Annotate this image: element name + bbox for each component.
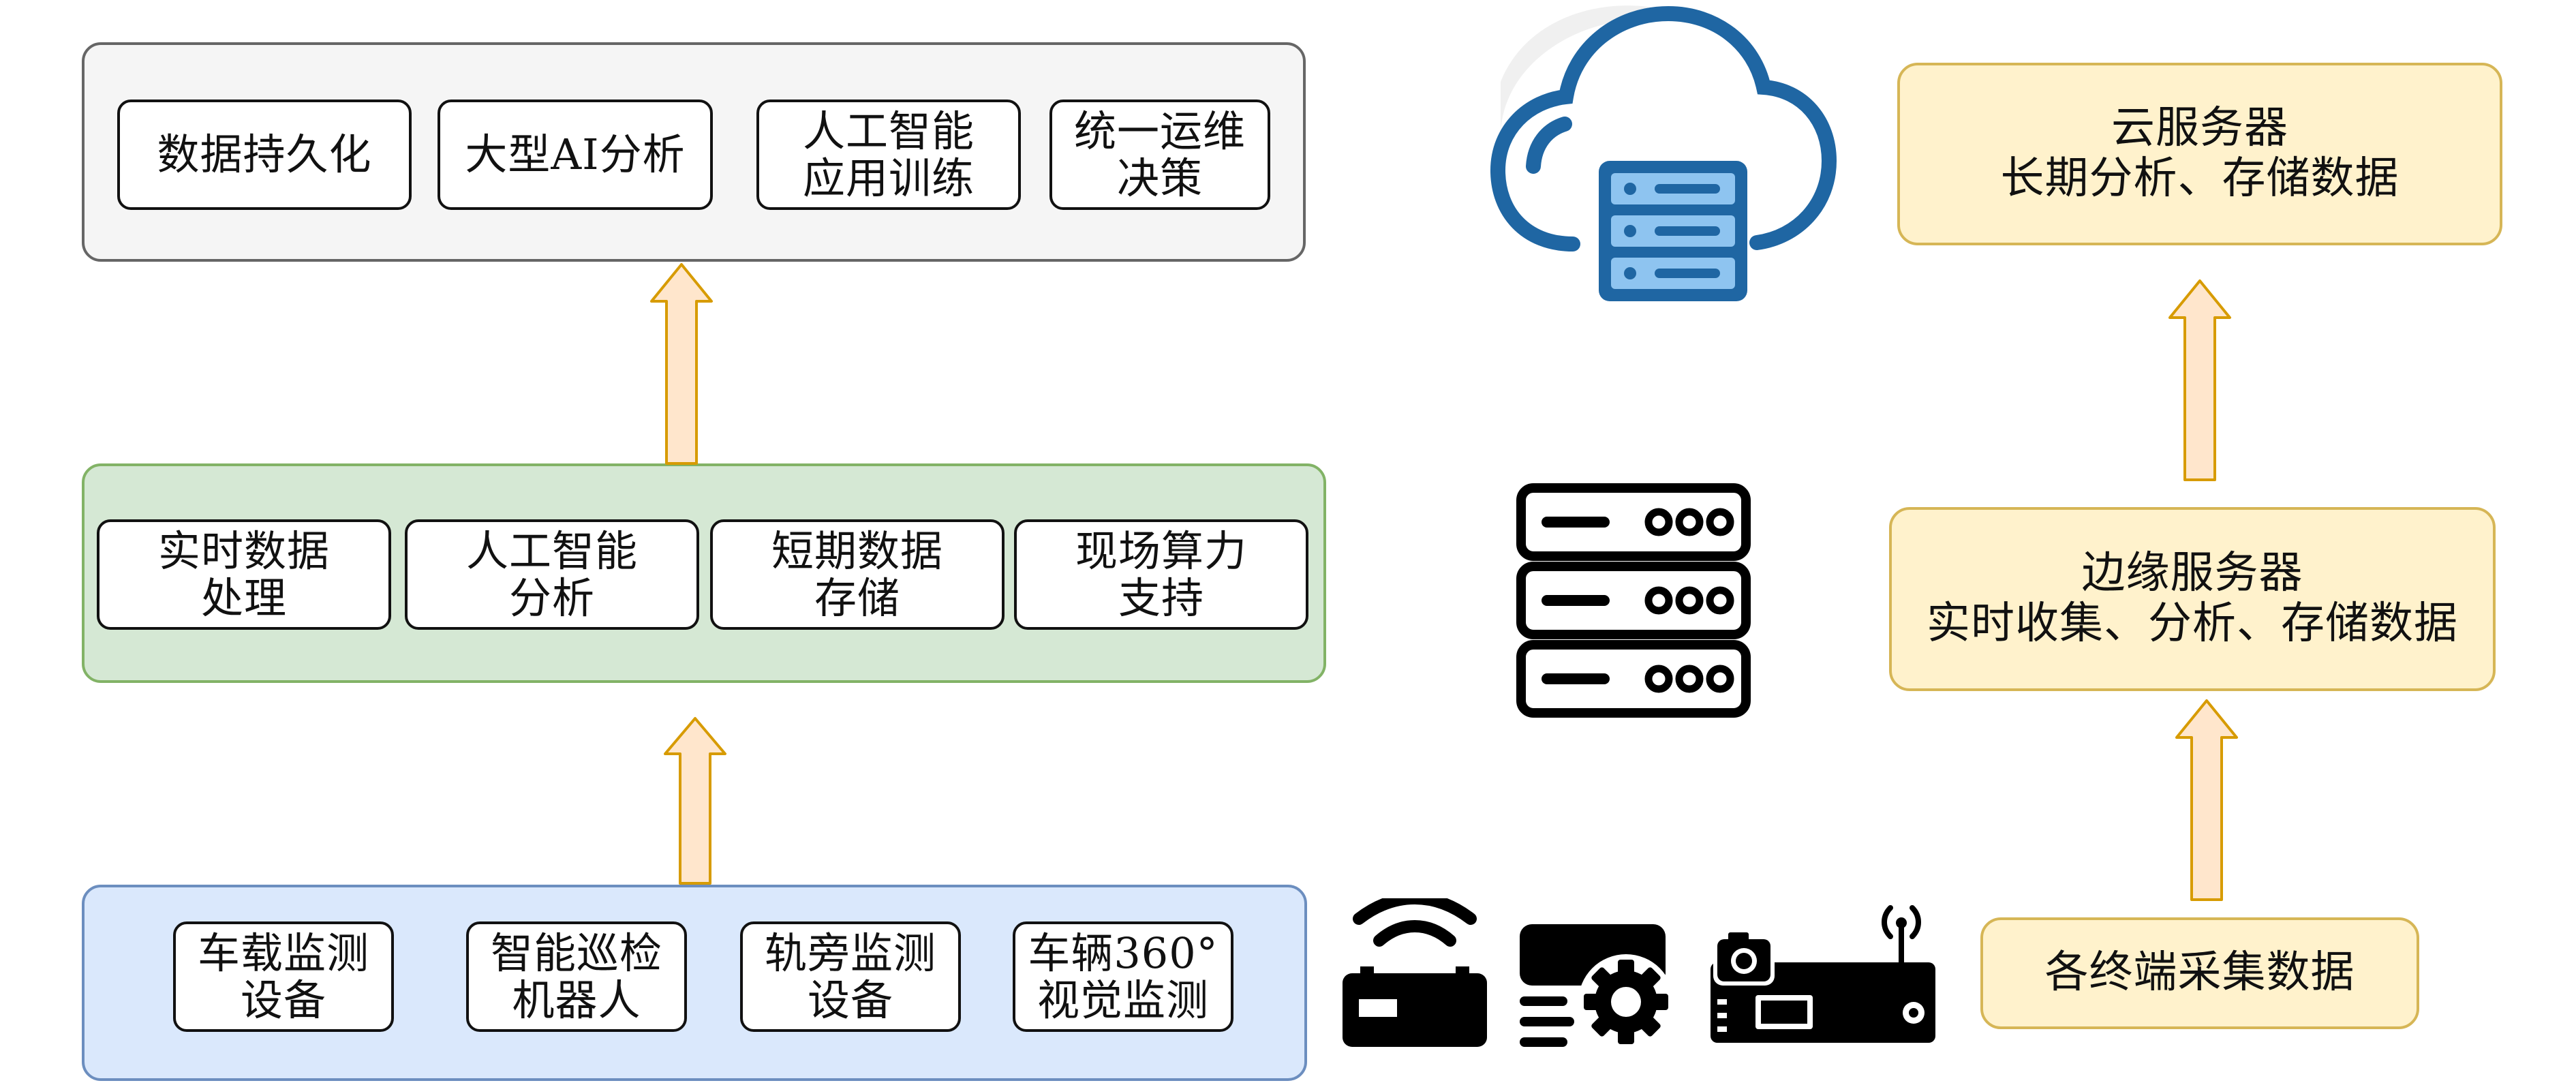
- edge-item-realtime: 实时数据 处理: [97, 519, 391, 630]
- cloud-server-icon: [1490, 5, 1837, 301]
- terminal-collect-box: 各终端采集数据: [1980, 917, 2419, 1029]
- arrow-edge-server-to-cloud: [2168, 279, 2231, 481]
- cloud-item-ai-analysis: 大型AI分析: [438, 100, 713, 210]
- settings-gear-icon: [1520, 924, 1674, 1050]
- cloud-item-ops-decision: 统一运维 决策: [1049, 100, 1270, 210]
- arrow-edge-to-cloud: [650, 263, 713, 465]
- terminal-item-robot: 智能巡检 机器人: [466, 921, 687, 1032]
- cloud-item-ai-training: 人工智能 应用训练: [756, 100, 1021, 210]
- arrow-terminal-to-edge: [664, 717, 726, 885]
- terminal-item-trackside: 轨旁监测 设备: [740, 921, 961, 1032]
- edge-server-box: 边缘服务器 实时收集、分析、存储数据: [1889, 507, 2496, 691]
- arrow-terminal-to-edge-server: [2175, 699, 2238, 901]
- terminal-item-onboard: 车载监测 设备: [173, 921, 394, 1032]
- edge-item-compute: 现场算力 支持: [1014, 519, 1308, 630]
- camera-recorder-icon: [1711, 905, 1935, 1043]
- edge-item-storage: 短期数据 存储: [710, 519, 1005, 630]
- router-icon: [1343, 898, 1487, 1047]
- terminal-item-360: 车辆360° 视觉监测: [1013, 921, 1233, 1032]
- server-rack-icon: [1516, 483, 1751, 718]
- edge-item-ai: 人工智能 分析: [405, 519, 699, 630]
- cloud-item-persistence: 数据持久化: [117, 100, 412, 210]
- cloud-server-box: 云服务器 长期分析、存储数据: [1897, 63, 2502, 245]
